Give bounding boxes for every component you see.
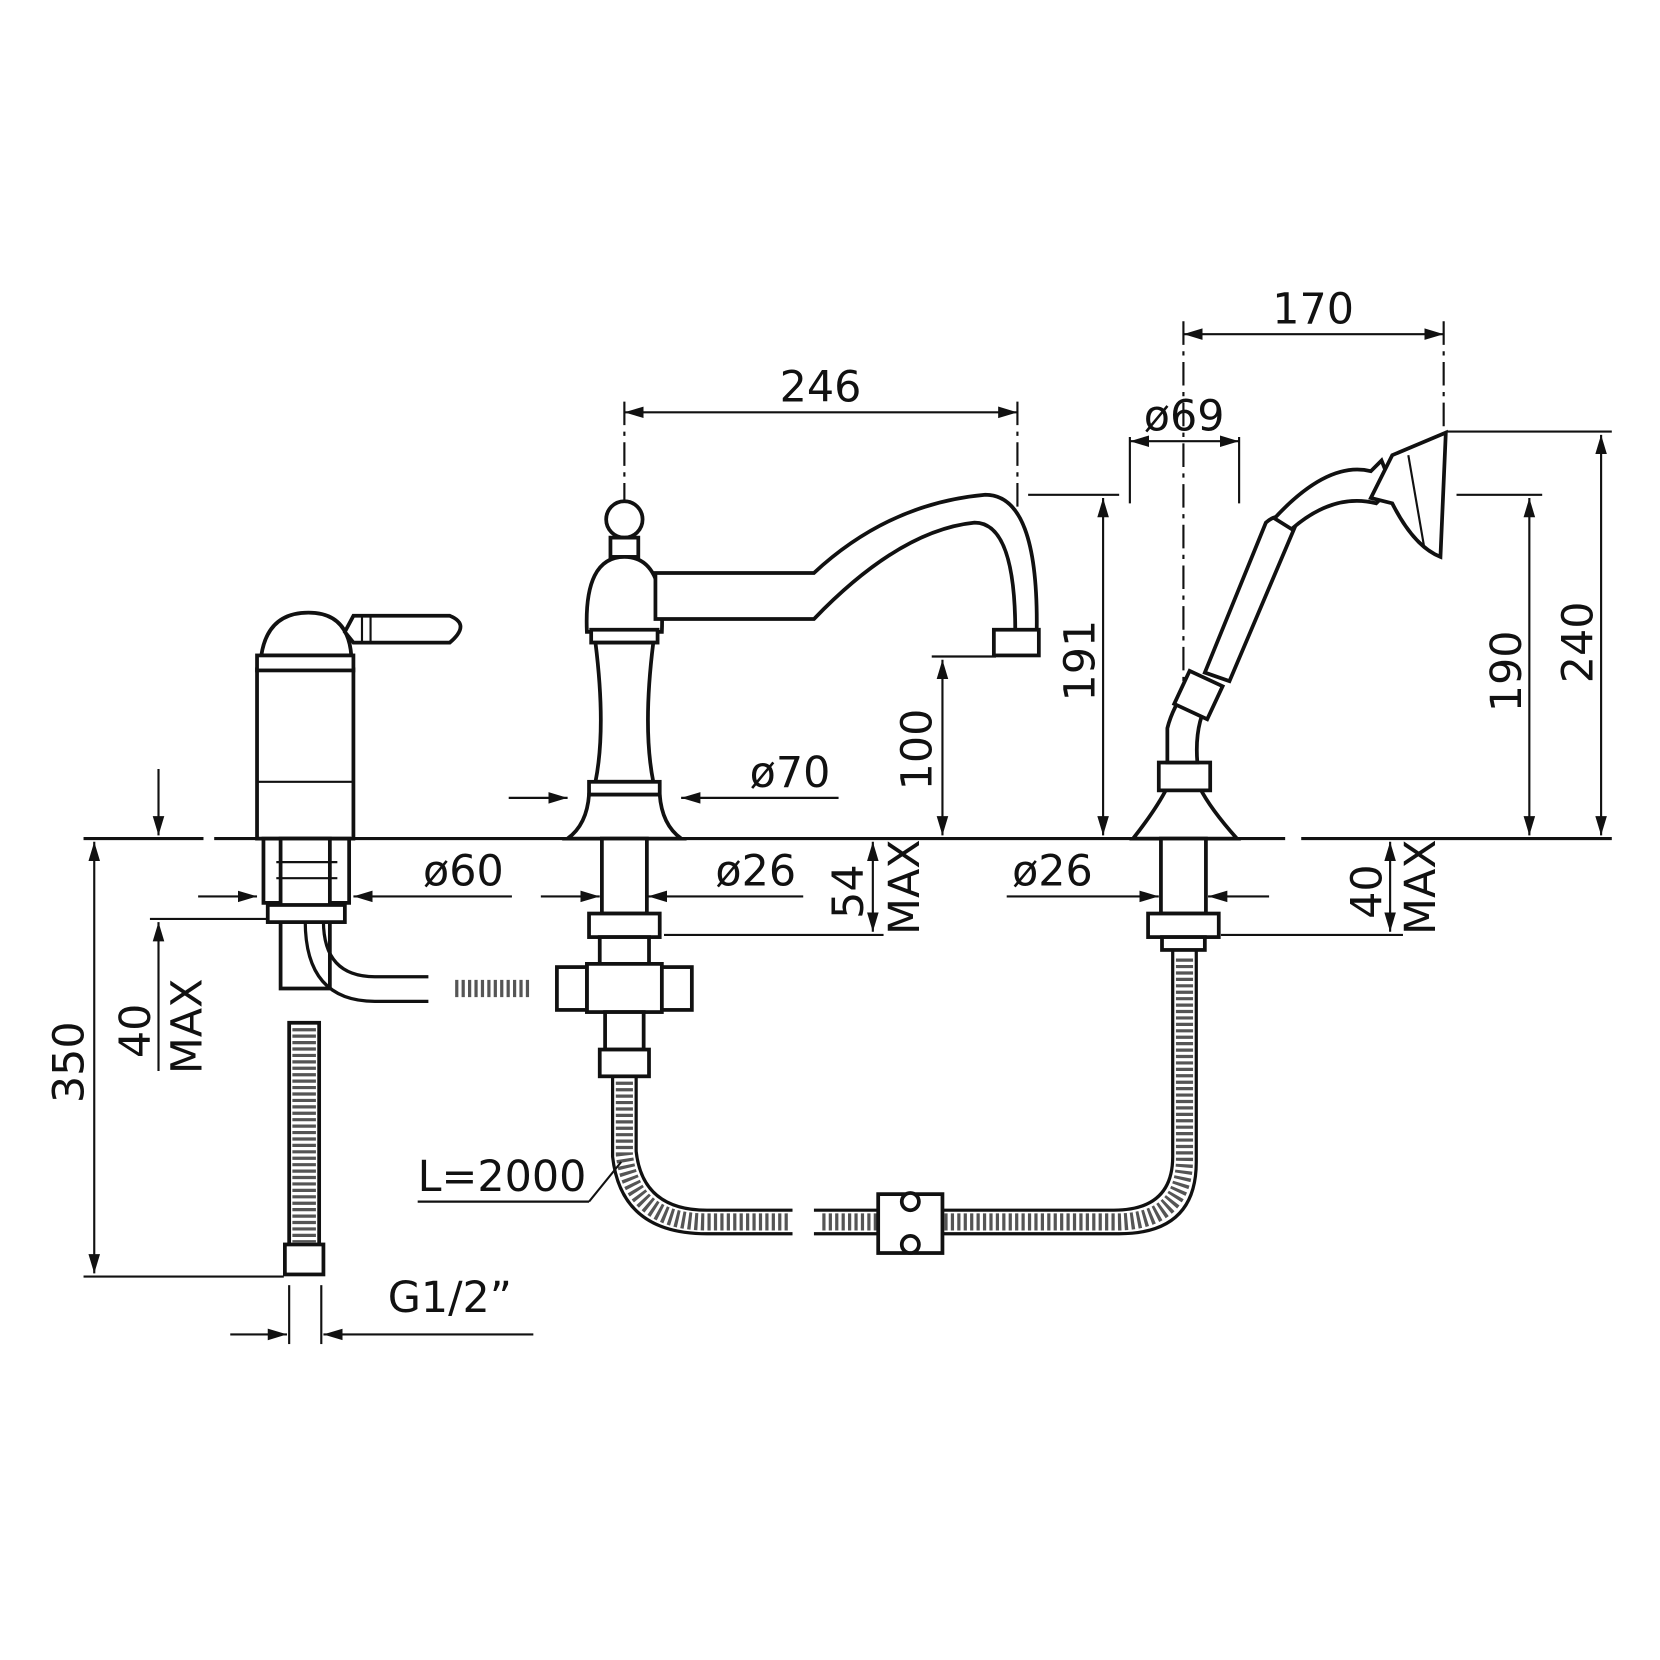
dim-246: 246: [780, 363, 862, 413]
dim-191: 191: [1056, 620, 1106, 702]
shower-hose: [610, 951, 1198, 1255]
dim-40-mixer: 40: [111, 1004, 161, 1058]
hose-length-label: L=2000: [418, 1152, 587, 1202]
dim-diameter-26-spout: ø26: [715, 847, 796, 897]
dimension-lines: [83, 328, 1612, 1345]
dim-40-shower-max: MAX: [1396, 839, 1446, 935]
dim-240: 240: [1554, 602, 1604, 684]
dim-diameter-70: ø70: [750, 748, 831, 798]
dim-350: 350: [45, 1021, 95, 1103]
dim-40-mixer-max: MAX: [162, 979, 212, 1075]
dim-40-shower: 40: [1343, 864, 1393, 919]
dim-54-max: MAX: [880, 839, 930, 935]
lever-mixer: [255, 610, 531, 1277]
dim-diameter-60: ø60: [423, 847, 504, 897]
dim-diameter-26-shower: ø26: [1012, 847, 1093, 897]
center-lines: [623, 321, 1445, 750]
dim-54: 54: [824, 864, 874, 919]
dim-190: 190: [1482, 630, 1532, 712]
spout: [555, 492, 1041, 1079]
thread-label: G1/2”: [388, 1273, 512, 1323]
dim-diameter-69: ø69: [1144, 392, 1225, 442]
dim-170: 170: [1272, 284, 1354, 334]
hand-shower: [1129, 429, 1448, 952]
dim-100: 100: [893, 709, 943, 791]
